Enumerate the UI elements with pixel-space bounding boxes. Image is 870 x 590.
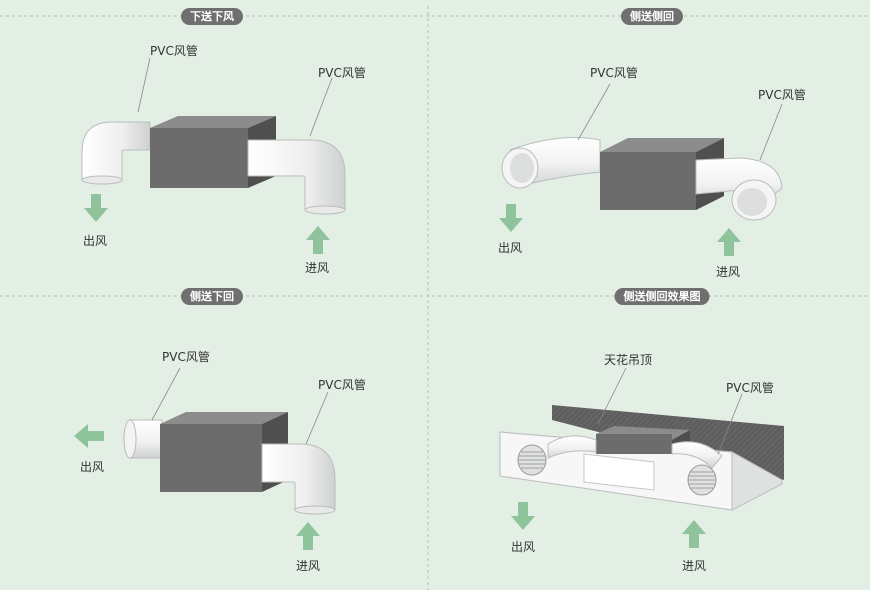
panel-4-outlet-label: 出风 — [511, 540, 536, 554]
panel-2-outlet-label: 出风 — [498, 241, 523, 255]
panel-3-title: 侧送下回 — [181, 288, 243, 305]
panel-1-unit — [81, 116, 346, 215]
panel-2-outlet-arrow — [499, 204, 523, 232]
panel-2-inlet-arrow — [717, 228, 741, 256]
panel-4-inlet-arrow — [682, 520, 706, 548]
panel-2-pipe-label-left: PVC风管 — [590, 66, 638, 80]
panel-3-outlet-arrow — [74, 424, 104, 448]
panel-3-leader-left — [151, 367, 181, 421]
panel-4-ceiling-label: 天花吊顶 — [604, 353, 653, 367]
panel-4-unit — [499, 405, 784, 511]
panel-1-inlet-label: 进风 — [305, 261, 330, 275]
panel-3-inlet-label: 进风 — [296, 559, 321, 573]
panel-1-pipe-label-right: PVC风管 — [318, 66, 366, 80]
panel-3-unit — [123, 412, 336, 515]
panel-3-pipe-label-left: PVC风管 — [162, 350, 210, 364]
panel-1-inlet-arrow — [306, 226, 330, 254]
panel-3-inlet-arrow — [296, 522, 320, 550]
panel-1-leader-left — [137, 57, 151, 113]
panel-4-title: 侧送侧回效果图 — [614, 288, 710, 305]
panel-4-leader-pipe — [717, 393, 743, 455]
panel-1-outlet-label: 出风 — [83, 234, 108, 248]
panel-3-pipe-label-right: PVC风管 — [318, 378, 366, 392]
panel-3-leader-right — [305, 391, 329, 445]
panel-2-leader-right — [759, 103, 783, 161]
panel-1-pipe-label-left: PVC风管 — [150, 44, 198, 58]
panel-4-leader-ceiling — [597, 367, 627, 425]
panel-1-leader-right — [309, 77, 333, 137]
panel-2-pipe-label-right: PVC风管 — [758, 88, 806, 102]
panel-4-pipe-label: PVC风管 — [726, 381, 774, 395]
panel-2-unit — [501, 137, 783, 221]
panel-2-inlet-label: 进风 — [716, 265, 741, 279]
panel-2-leader-left — [577, 83, 611, 141]
panel-1-title: 下送下风 — [181, 8, 243, 25]
panel-1-outlet-arrow — [84, 194, 108, 222]
panel-2-title: 侧送侧回 — [621, 8, 683, 25]
panel-3-outlet-label: 出风 — [80, 460, 105, 474]
panel-4-outlet-arrow — [511, 502, 535, 530]
panel-4-inlet-label: 进风 — [682, 559, 707, 573]
